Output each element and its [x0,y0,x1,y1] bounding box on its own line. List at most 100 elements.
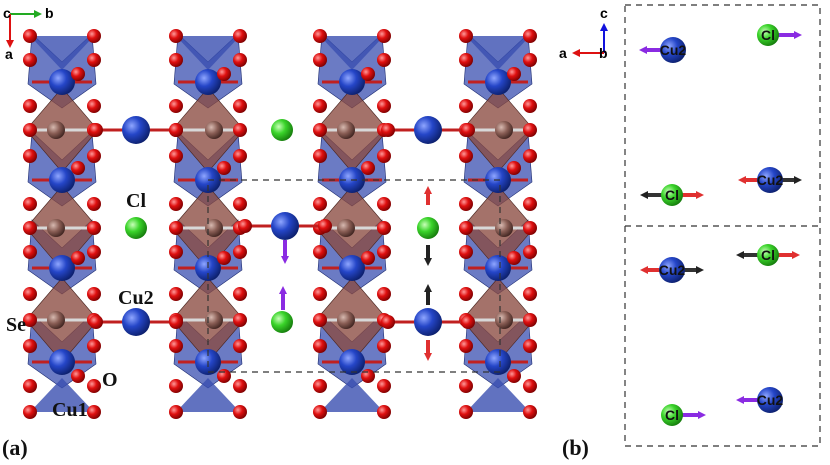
se-atom [337,311,355,329]
o-atom [461,315,475,329]
o-atom [507,67,521,81]
layer-1 [23,29,101,419]
o-atom [233,379,247,393]
b-cl-1: Cl [757,24,802,46]
se-atom [205,311,223,329]
o-atom [523,29,537,43]
cu1-atom [485,255,511,281]
o-atom [459,379,473,393]
o-atom [377,245,391,259]
o-atom [233,53,247,67]
label-cu2: Cu2 [118,287,154,309]
o-atom [361,161,375,175]
o-atom [523,197,537,211]
o-atom [238,219,252,233]
o-atom [169,29,183,43]
cu2-atom [660,37,686,63]
o-atom [217,251,231,265]
label-se: Se [6,314,26,336]
layers [23,29,537,419]
o-atom [507,161,521,175]
label-cu1: Cu1 [52,399,88,421]
label-cl: Cl [126,190,146,212]
o-atom [233,123,247,137]
cu2-atom [414,308,442,336]
cu1-polyhedron-top [176,36,240,70]
cu2-atom [757,167,783,193]
o-atom [233,149,247,163]
o-atom [23,99,37,113]
atom-species-label: Cl [761,247,775,263]
o-atom [23,245,37,259]
o-atom [169,379,183,393]
o-atom [23,123,37,137]
cl-atom [757,24,779,46]
cu1-atom [339,255,365,281]
o-atom [377,405,391,419]
cu1-polyhedron-top [466,36,530,70]
atom-species-label: Cl [761,27,775,43]
o-atom [523,313,537,327]
cu1-polyhedron-bottom [176,378,240,412]
cu1-atom [339,69,365,95]
o-atom [459,405,473,419]
o-atom [313,149,327,163]
o-atom [313,53,327,67]
axis-b-label: b [45,5,54,21]
o-atom [233,245,247,259]
o-atom [169,149,183,163]
o-atom [23,405,37,419]
se-atom [337,219,355,237]
o-atom [459,339,473,353]
o-atom [459,245,473,259]
o-atom [459,149,473,163]
o-atom [377,149,391,163]
o-atom [313,245,327,259]
se-atom [205,121,223,139]
o-atom [71,161,85,175]
cu2-atom [122,116,150,144]
panel-b-label: (b) [562,435,589,460]
o-atom [217,369,231,383]
o-atom [377,99,391,113]
o-atom [169,315,183,329]
cl-atom [271,119,293,141]
o-atom [377,287,391,301]
cl-atom [661,184,683,206]
axes-indicator-a: c b a [3,5,54,62]
atom-species-label: Cu2 [757,172,784,188]
o-atom [169,197,183,211]
o-atom [87,53,101,67]
o-atom [233,29,247,43]
atom-species-label: Cu2 [659,262,686,278]
o-atom [217,67,231,81]
o-atom [459,197,473,211]
o-atom [523,149,537,163]
o-atom [377,197,391,211]
cl-atom [661,404,683,426]
o-atom [169,123,183,137]
axis-a-label: a [5,46,13,62]
axes-indicator-b: c a b [559,5,608,61]
axis-b-label-b: b [599,45,608,61]
o-atom [461,123,475,137]
o-atom [523,53,537,67]
o-atom [523,379,537,393]
o-atom [169,287,183,301]
atom-species-label: Cu2 [660,42,687,58]
o-atom [377,339,391,353]
cu1-polyhedron-bottom [30,378,94,412]
o-atom [169,53,183,67]
o-atom [23,221,37,235]
o-atom [523,245,537,259]
cu1-polyhedron-top [30,36,94,70]
o-atom [87,287,101,301]
o-atom [87,339,101,353]
o-atom [87,99,101,113]
o-atom [523,123,537,137]
cu1-atom [485,349,511,375]
b-cu2-1: Cu2 [639,37,687,63]
unit-cell-a [207,179,501,373]
